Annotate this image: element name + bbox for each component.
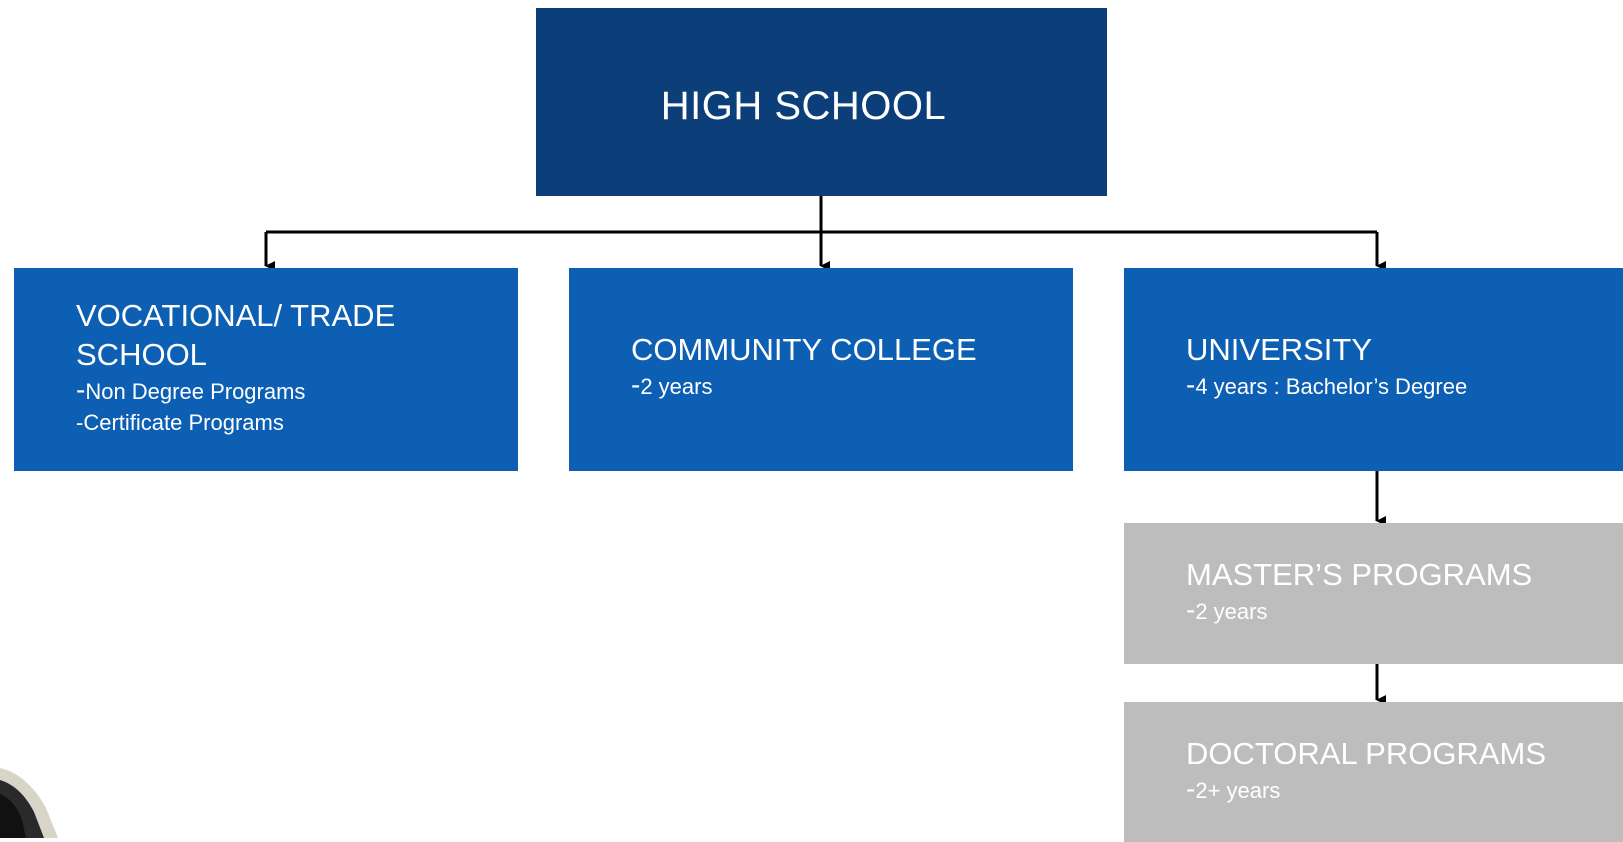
university-box: UNIVERSITY -4 years : Bachelor’s Degree	[1124, 268, 1623, 471]
vocational-title-line1: VOCATIONAL/ TRADE	[76, 298, 396, 333]
university-detail-text: 4 years : Bachelor’s Degree	[1195, 374, 1468, 399]
masters-detail-text: 2 years	[1195, 599, 1268, 624]
masters-detail: -2 years	[1186, 594, 1608, 627]
university-detail: -4 years : Bachelor’s Degree	[1186, 369, 1608, 402]
doctoral-detail: -2+ years	[1186, 773, 1608, 806]
community-college-detail: -2 years	[631, 369, 1053, 402]
university-detail-dash: -	[1186, 369, 1196, 400]
vocational-title-line2: SCHOOL	[76, 337, 207, 372]
masters-detail-dash: -	[1186, 594, 1196, 625]
masters-programs-box: MASTER’S PROGRAMS -2 years	[1124, 523, 1623, 664]
vocational-school-box: VOCATIONAL/ TRADE SCHOOL -Non Degree Pro…	[14, 268, 518, 471]
community-college-title: COMMUNITY COLLEGE	[631, 332, 977, 367]
vocational-detail-1-text: Non Degree Programs	[85, 379, 306, 404]
vocational-detail-2: -Certificate Programs	[76, 410, 284, 435]
community-college-detail-text: 2 years	[640, 374, 713, 399]
university-title: UNIVERSITY	[1186, 332, 1373, 367]
vocational-detail-1: -Non Degree Programs	[76, 374, 498, 407]
high-school-box: HIGH SCHOOL	[536, 8, 1107, 196]
doctoral-detail-dash: -	[1186, 773, 1196, 804]
masters-title: MASTER’S PROGRAMS	[1186, 557, 1533, 592]
high-school-title: HIGH SCHOOL	[660, 84, 947, 128]
doctoral-programs-box: DOCTORAL PROGRAMS -2+ years	[1124, 702, 1623, 842]
doctoral-title: DOCTORAL PROGRAMS	[1186, 736, 1546, 771]
person-photo-fragment	[0, 768, 58, 838]
community-college-box: COMMUNITY COLLEGE -2 years	[569, 268, 1073, 471]
doctoral-detail-text: 2+ years	[1195, 778, 1281, 803]
community-college-detail-dash: -	[631, 369, 641, 400]
vocational-detail-1-dash: -	[76, 374, 86, 405]
